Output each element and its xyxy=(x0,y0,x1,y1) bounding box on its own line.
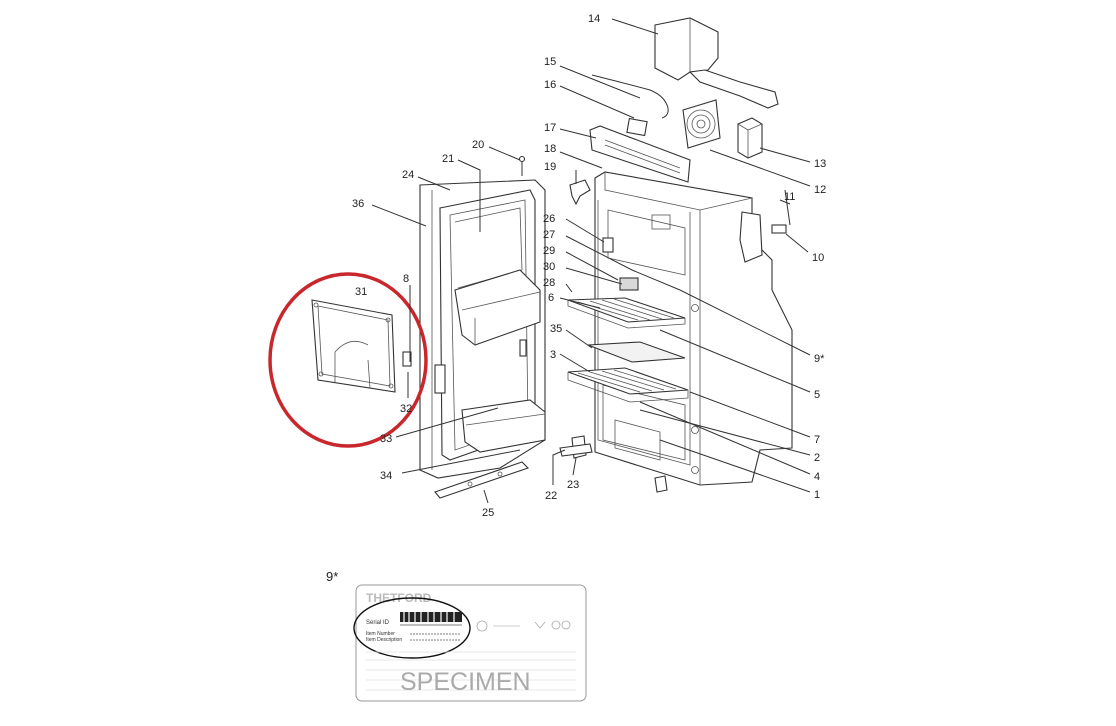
door-shelf-upper xyxy=(454,269,541,346)
callout-5: 5 xyxy=(814,389,820,401)
callout-22: 22 xyxy=(545,490,557,502)
callout-18: 18 xyxy=(544,143,556,155)
part-13-box xyxy=(737,117,763,159)
callout-9-star: 9* xyxy=(814,353,825,365)
part-6-upper-shelf xyxy=(567,297,686,329)
part-3-lower-shelf xyxy=(567,367,689,403)
nameplate-detail: 9* THETFORD Serial ID Item Number Item D… xyxy=(326,569,587,702)
callout-27: 27 xyxy=(543,229,555,241)
callout-4: 4 xyxy=(814,471,820,483)
callout-24: 24 xyxy=(402,169,414,181)
part-19-clip xyxy=(569,179,591,206)
callout-36: 36 xyxy=(352,198,364,210)
part-20-screw xyxy=(518,155,526,176)
highlight-ring xyxy=(268,272,428,448)
callout-11: 11 xyxy=(784,191,795,203)
callout-2: 2 xyxy=(814,452,820,464)
part-32-tab xyxy=(402,351,412,367)
callout-16: 16 xyxy=(544,79,556,91)
plate-callout: 9* xyxy=(326,569,338,584)
part-35-glass-shelf xyxy=(587,341,686,363)
callout-12: 12 xyxy=(814,184,826,196)
callout-21: 21 xyxy=(442,153,454,165)
part-25-bottom-bar xyxy=(434,461,530,499)
part-17-vent-grille xyxy=(589,125,691,183)
callout-20: 20 xyxy=(472,139,484,151)
callout-19: 19 xyxy=(544,161,556,173)
callout-35: 35 xyxy=(550,323,562,335)
callout-31: 31 xyxy=(355,286,367,298)
side-motor-unit xyxy=(739,211,763,263)
callout-33: 33 xyxy=(380,433,392,445)
barcode-icon xyxy=(400,612,462,622)
part-11-rod xyxy=(784,189,791,226)
callout-28: 28 xyxy=(543,277,555,289)
callout-17: 17 xyxy=(544,122,556,134)
part-30-label-sticker xyxy=(619,277,639,291)
callout-26: 26 xyxy=(543,213,555,225)
callout-14: 14 xyxy=(588,13,600,25)
callout-10: 10 xyxy=(812,252,824,264)
door-bottom-hinge xyxy=(654,475,668,493)
callout-15: 15 xyxy=(544,56,556,68)
plate-specimen-watermark: SPECIMEN xyxy=(400,668,531,696)
part-31-panel xyxy=(311,299,396,393)
plate-serial-label: Serial ID xyxy=(366,620,390,626)
callout-13: 13 xyxy=(814,158,826,170)
callout-34: 34 xyxy=(380,470,392,482)
callout-7: 7 xyxy=(814,434,820,446)
callout-29: 29 xyxy=(543,245,555,257)
part-8-latch xyxy=(434,364,446,394)
callout-30: 30 xyxy=(543,261,555,273)
plate-item-description-label: Item Description xyxy=(366,637,402,643)
callout-labels: 14 15 16 17 18 19 20 21 24 36 13 12 11 1… xyxy=(352,13,826,519)
certification-marks-icon xyxy=(476,620,571,632)
callout-32: 32 xyxy=(400,403,412,415)
cabinet-body xyxy=(594,171,793,486)
callout-6: 6 xyxy=(548,292,554,304)
part-23-hinge xyxy=(559,435,593,459)
callout-25: 25 xyxy=(482,507,494,519)
callout-3: 3 xyxy=(550,349,556,361)
part-12-fan xyxy=(682,99,721,149)
part-15-cable xyxy=(591,74,669,119)
callout-8: 8 xyxy=(403,273,409,285)
part-26-bracket xyxy=(602,237,614,253)
door-handle xyxy=(519,339,527,357)
leader-lines xyxy=(371,18,811,504)
part-10-connector xyxy=(771,224,787,234)
callout-1: 1 xyxy=(814,489,820,501)
plate-item-number-label: Item Number xyxy=(366,631,395,637)
door-shelf-lower xyxy=(461,399,546,453)
part-16-control-module xyxy=(626,117,648,137)
callout-23: 23 xyxy=(567,479,579,491)
part-14-top-cover xyxy=(654,17,779,109)
